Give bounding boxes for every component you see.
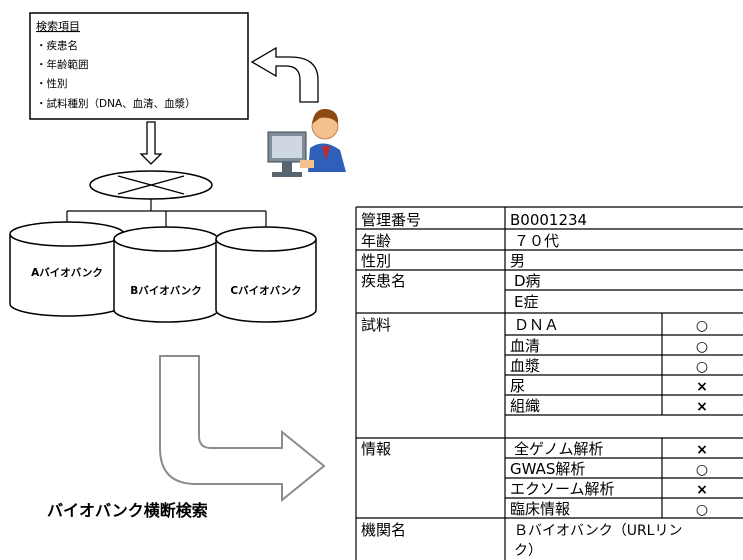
info-name: 全ゲノム解析 [514,440,604,458]
value-cell: ７０代 [514,232,559,250]
search-criteria-box: 検索項目 ・疾患名 ・年齢範囲 ・性別 ・試料種別（DNA、血清、血漿） [29,12,249,120]
value-cell: D病 [514,272,541,290]
down-arrow-icon [139,121,163,165]
info-mark: ○ [696,462,708,478]
info-mark: ○ [696,502,708,518]
sample-mark: ○ [696,339,708,355]
search-criteria-title: 検索項目 [36,19,80,33]
network-lines [66,199,267,228]
info-name: GWAS解析 [510,460,585,478]
record-table [355,206,743,560]
sample-mark: × [696,379,708,395]
biobank-c-cylinder: Cバイオバンク [215,226,317,323]
sample-name: 血漿 [510,357,540,375]
info-label: 情報 [361,440,391,458]
info-mark: × [696,442,708,458]
samples-label: 試料 [361,316,391,334]
value-cell: B0001234 [510,211,587,229]
org-value-line1: Ｂバイオバンク（URLリン [514,523,682,539]
info-mark: × [696,482,708,498]
info-name: 臨床情報 [510,500,570,518]
org-label: 機関名 [361,521,406,539]
caption: バイオバンク横断検索 [47,501,208,520]
sample-name: 尿 [510,377,525,395]
biobank-b-label: Bバイオバンク [130,285,202,297]
sample-name: 組織 [510,397,540,415]
biobank-a-cylinder: Aバイオバンク [9,221,125,317]
label-cell: 管理番号 [361,211,421,229]
record-table-text: 管理番号 B0001234 年齢 ７０代 性別 男 疾患名 D病 E症 試料 Ｄ… [361,211,708,559]
curved-arrow-icon [159,355,326,503]
sample-mark: × [696,399,708,415]
sample-mark: ○ [696,318,708,334]
biobank-c-label: Cバイオバンク [230,285,301,297]
label-cell: 年齢 [361,232,391,250]
router-icon [89,170,213,200]
sample-name: ＤＮＡ [514,316,559,334]
return-arrow-icon [250,46,319,103]
info-name: エクソーム解析 [510,480,615,498]
biobank-a-label: Aバイオバンク [31,267,103,279]
label-cell: 性別 [361,252,391,270]
user-at-computer-icon [267,108,346,177]
sample-name: 血清 [510,337,540,355]
value-cell: E症 [514,293,538,311]
search-item: ・性別 [36,77,68,90]
search-item: ・疾患名 [36,39,78,52]
search-item: ・試料種別（DNA、血清、血漿） [36,97,196,110]
value-cell: 男 [510,252,525,270]
label-cell: 疾患名 [361,272,406,290]
biobank-b-cylinder: Bバイオバンク [113,226,219,323]
sample-mark: ○ [696,359,708,375]
search-item: ・年齢範囲 [36,58,89,71]
org-value-line2: ク） [514,543,542,559]
